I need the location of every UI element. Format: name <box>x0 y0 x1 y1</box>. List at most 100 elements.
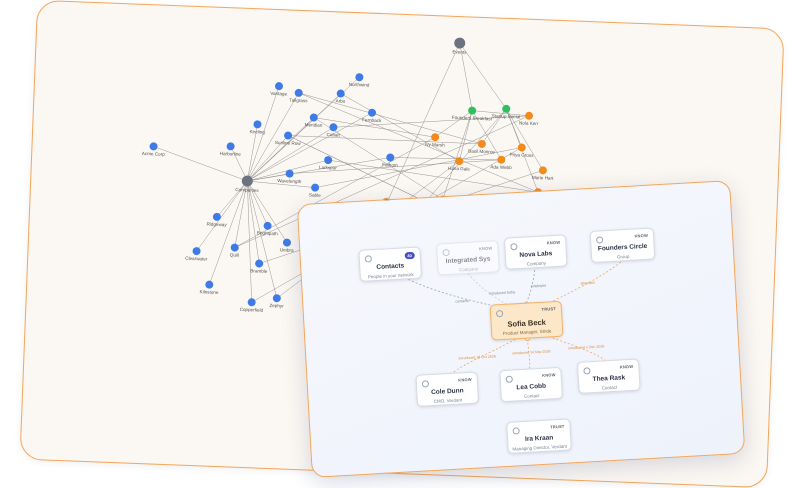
node-tag: KNOW <box>546 239 561 246</box>
company-node[interactable]: Meridian <box>305 113 324 128</box>
hub-node[interactable]: Events <box>452 37 467 55</box>
group-icon <box>595 236 604 244</box>
svg-text:Brightpath: Brightpath <box>257 230 279 236</box>
svg-text:Priya Gross: Priya Gross <box>509 152 534 158</box>
company-node[interactable]: Sable <box>309 183 322 198</box>
svg-text:Acme Corp: Acme Corp <box>142 151 166 157</box>
company-node[interactable]: Clearwater <box>185 247 208 262</box>
node-tag: KNOW <box>542 372 556 378</box>
node-cole-dunn[interactable]: KNOW Cole Dunn CMO, Verdant <box>415 371 480 407</box>
svg-text:Copperfield: Copperfield <box>240 307 264 313</box>
node-name: Thea Rask <box>592 374 626 384</box>
company-node[interactable]: Quill <box>230 243 240 258</box>
contact-node[interactable]: Nola Kerr <box>519 111 539 126</box>
relationship-detail-panel[interactable]: contacts introduced Sofia employee atten… <box>296 180 746 478</box>
person-icon <box>364 255 373 263</box>
contact-node[interactable]: Priya Gross <box>509 143 534 158</box>
company-node[interactable]: Zephyr <box>269 294 284 309</box>
company-node[interactable]: Wavelength <box>277 169 302 184</box>
svg-text:Cobalt: Cobalt <box>326 132 340 138</box>
node-integrated-sys[interactable]: KNOW Integrated Sys Company <box>436 240 500 276</box>
edge-label-contacts: contacts <box>455 298 469 304</box>
company-node[interactable]: Acme Corp <box>142 142 166 157</box>
company-node[interactable]: Ridgeway <box>206 212 227 227</box>
contact-node[interactable]: Ivy Marsh <box>425 133 446 148</box>
node-name: Nova Labs <box>519 250 553 259</box>
svg-text:Bramble: Bramble <box>250 268 268 274</box>
node-tag: KNOW <box>634 232 649 239</box>
company-node[interactable]: Sunline Row <box>275 131 302 146</box>
svg-text:Founders Breakfast: Founders Breakfast <box>452 115 493 122</box>
svg-text:Harborline: Harborline <box>220 151 242 157</box>
building-icon <box>510 243 518 251</box>
node-name: Founders Circle <box>597 242 648 253</box>
node-subtitle: Contact <box>601 384 618 391</box>
node-lea-cobb[interactable]: KNOW Lea Cobb Contact <box>499 366 563 403</box>
node-subtitle: CMO, Verdant <box>433 397 463 404</box>
svg-text:Meridian: Meridian <box>305 122 323 128</box>
building-icon <box>442 248 450 257</box>
company-node[interactable]: Kilnstone <box>199 280 219 295</box>
svg-text:Arbo: Arbo <box>335 98 345 103</box>
contact-node[interactable]: Hana Gale <box>448 157 471 172</box>
contact-node[interactable]: Marie Hart <box>532 166 555 181</box>
company-node[interactable]: Harborline <box>220 142 242 157</box>
svg-text:Startup Social: Startup Social <box>492 113 521 119</box>
company-node[interactable]: Brightpath <box>257 221 279 236</box>
node-tag: KNOW <box>619 363 634 370</box>
contact-node[interactable]: Basil Monroe <box>468 139 496 155</box>
person-icon <box>505 375 513 383</box>
company-node[interactable]: Cobalt <box>326 123 341 138</box>
company-node[interactable]: Arbo <box>335 89 346 104</box>
svg-text:Zephyr: Zephyr <box>269 303 284 309</box>
node-nova-labs[interactable]: KNOW Nova Labs Company <box>503 234 568 270</box>
svg-text:Tallgrass: Tallgrass <box>289 98 308 104</box>
svg-text:Marie Hart: Marie Hart <box>532 175 554 181</box>
company-node[interactable]: Fathom <box>382 153 398 168</box>
company-node[interactable]: Copperfield <box>240 298 264 313</box>
svg-text:Northwind: Northwind <box>349 82 370 88</box>
node-name: Ira Kraan <box>524 434 554 443</box>
node-subtitle: Managing Director, Verdant <box>512 443 568 452</box>
svg-text:Nola Kerr: Nola Kerr <box>519 120 539 126</box>
node-sofia-beck[interactable]: TRUST Sofia Beck Product Manager, Stride <box>489 300 564 341</box>
node-ira-kraan[interactable]: TRUST Ira Kraan Managing Director, Verda… <box>506 418 572 454</box>
node-name: Integrated Sys <box>445 255 491 266</box>
company-node[interactable]: Tallgrass <box>289 88 308 104</box>
company-node[interactable]: Keeling <box>249 120 265 135</box>
svg-text:Hana Gale: Hana Gale <box>448 166 471 172</box>
person-icon <box>583 367 591 375</box>
hub-node[interactable]: Companies <box>235 175 260 193</box>
node-subtitle: Product Manager, Stride <box>502 328 552 337</box>
node-thea-rask[interactable]: KNOW Thea Rask Contact <box>576 358 641 394</box>
node-name: Cole Dunn <box>430 387 464 397</box>
company-node[interactable]: Vantage <box>270 82 288 97</box>
company-node[interactable]: Larkspur <box>319 156 338 171</box>
node-subtitle: Group <box>616 253 630 260</box>
event-node[interactable]: Founders Breakfast <box>452 106 493 122</box>
company-node[interactable]: Bramble <box>250 259 268 274</box>
company-node[interactable]: Fernback <box>362 108 382 123</box>
event-node[interactable]: Startup Social <box>492 104 521 119</box>
contact-node[interactable]: Ada Webb <box>490 155 512 170</box>
svg-text:Companies: Companies <box>235 187 259 193</box>
svg-text:Fernback: Fernback <box>362 117 382 123</box>
svg-text:Quill: Quill <box>230 252 239 257</box>
edge-label-attended: attended <box>580 280 595 286</box>
svg-text:Events: Events <box>452 49 467 55</box>
node-contacts[interactable]: 40 Contacts People in your network <box>358 246 423 282</box>
svg-text:Sable: Sable <box>309 192 321 197</box>
svg-text:Kilnstone: Kilnstone <box>199 289 219 295</box>
node-name: Contacts <box>376 262 405 271</box>
svg-text:Umbra: Umbra <box>280 247 294 253</box>
node-subtitle: Contact <box>523 393 540 399</box>
company-node[interactable]: Northwind <box>349 73 371 88</box>
node-tag: TRUST <box>550 423 565 430</box>
person-icon <box>512 427 520 435</box>
count-badge: 40 <box>404 251 415 260</box>
company-node[interactable]: Umbra <box>280 238 295 253</box>
svg-text:Ada Webb: Ada Webb <box>490 164 512 170</box>
node-tag: KNOW <box>478 245 493 252</box>
svg-text:Fathom: Fathom <box>382 162 398 168</box>
node-founders-circle[interactable]: KNOW Founders Circle Group <box>589 227 656 263</box>
